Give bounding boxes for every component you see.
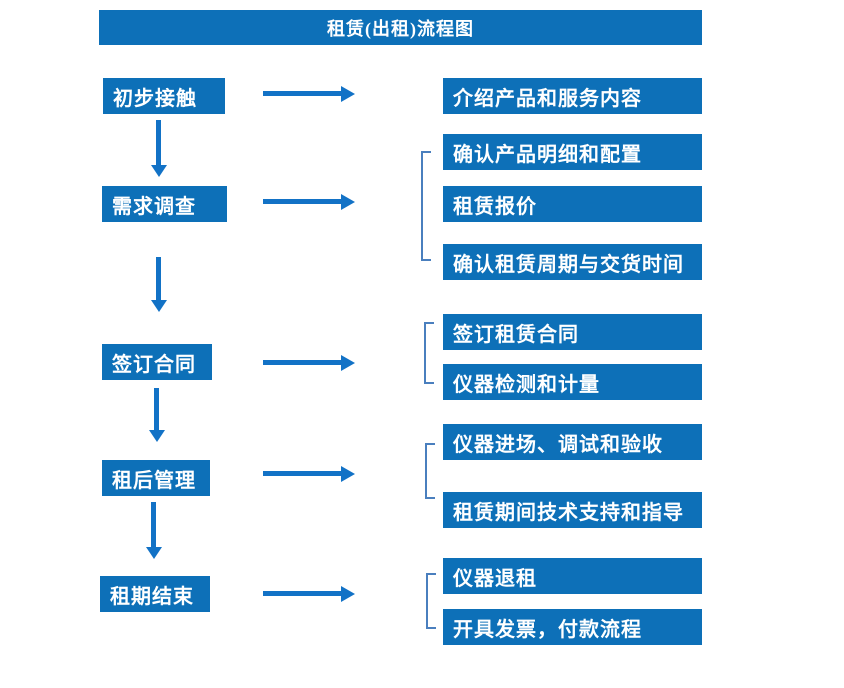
detail-box-sign-rental-contract: 签订租赁合同 bbox=[443, 314, 702, 350]
step-box-demand-survey: 需求调查 bbox=[102, 186, 227, 222]
detail-box-rental-quote: 租赁报价 bbox=[443, 186, 702, 222]
detail-box-introduce-products: 介绍产品和服务内容 bbox=[443, 78, 702, 114]
right-arrow-2 bbox=[263, 193, 355, 210]
group-bracket-sign-contract bbox=[424, 322, 434, 384]
step-box-post-rental: 租后管理 bbox=[102, 460, 210, 496]
detail-box-tech-support: 租赁期间技术支持和指导 bbox=[443, 492, 702, 528]
detail-box-invoice-payment: 开具发票，付款流程 bbox=[443, 609, 702, 645]
down-arrow-4 bbox=[145, 502, 162, 559]
step-box-sign-contract: 签订合同 bbox=[102, 344, 212, 380]
step-box-initial-contact: 初步接触 bbox=[103, 78, 225, 114]
group-bracket-rental-end bbox=[426, 573, 436, 629]
detail-box-instrument-testing: 仪器检测和计量 bbox=[443, 364, 702, 400]
right-arrow-1 bbox=[263, 85, 355, 102]
detail-box-instrument-setup: 仪器进场、调试和验收 bbox=[443, 424, 702, 460]
right-arrow-4 bbox=[263, 465, 355, 482]
step-box-rental-end: 租期结束 bbox=[100, 576, 210, 612]
down-arrow-1 bbox=[150, 120, 167, 177]
flowchart-title: 租赁(出租)流程图 bbox=[99, 10, 702, 45]
group-bracket-post-rental bbox=[425, 443, 435, 499]
down-arrow-2 bbox=[150, 257, 167, 312]
detail-box-confirm-config: 确认产品明细和配置 bbox=[443, 134, 702, 170]
down-arrow-3 bbox=[148, 388, 165, 442]
right-arrow-5 bbox=[263, 585, 355, 602]
detail-box-confirm-period: 确认租赁周期与交货时间 bbox=[443, 244, 702, 280]
group-bracket-demand-survey bbox=[421, 151, 431, 261]
detail-box-instrument-return: 仪器退租 bbox=[443, 558, 702, 594]
right-arrow-3 bbox=[263, 354, 355, 371]
